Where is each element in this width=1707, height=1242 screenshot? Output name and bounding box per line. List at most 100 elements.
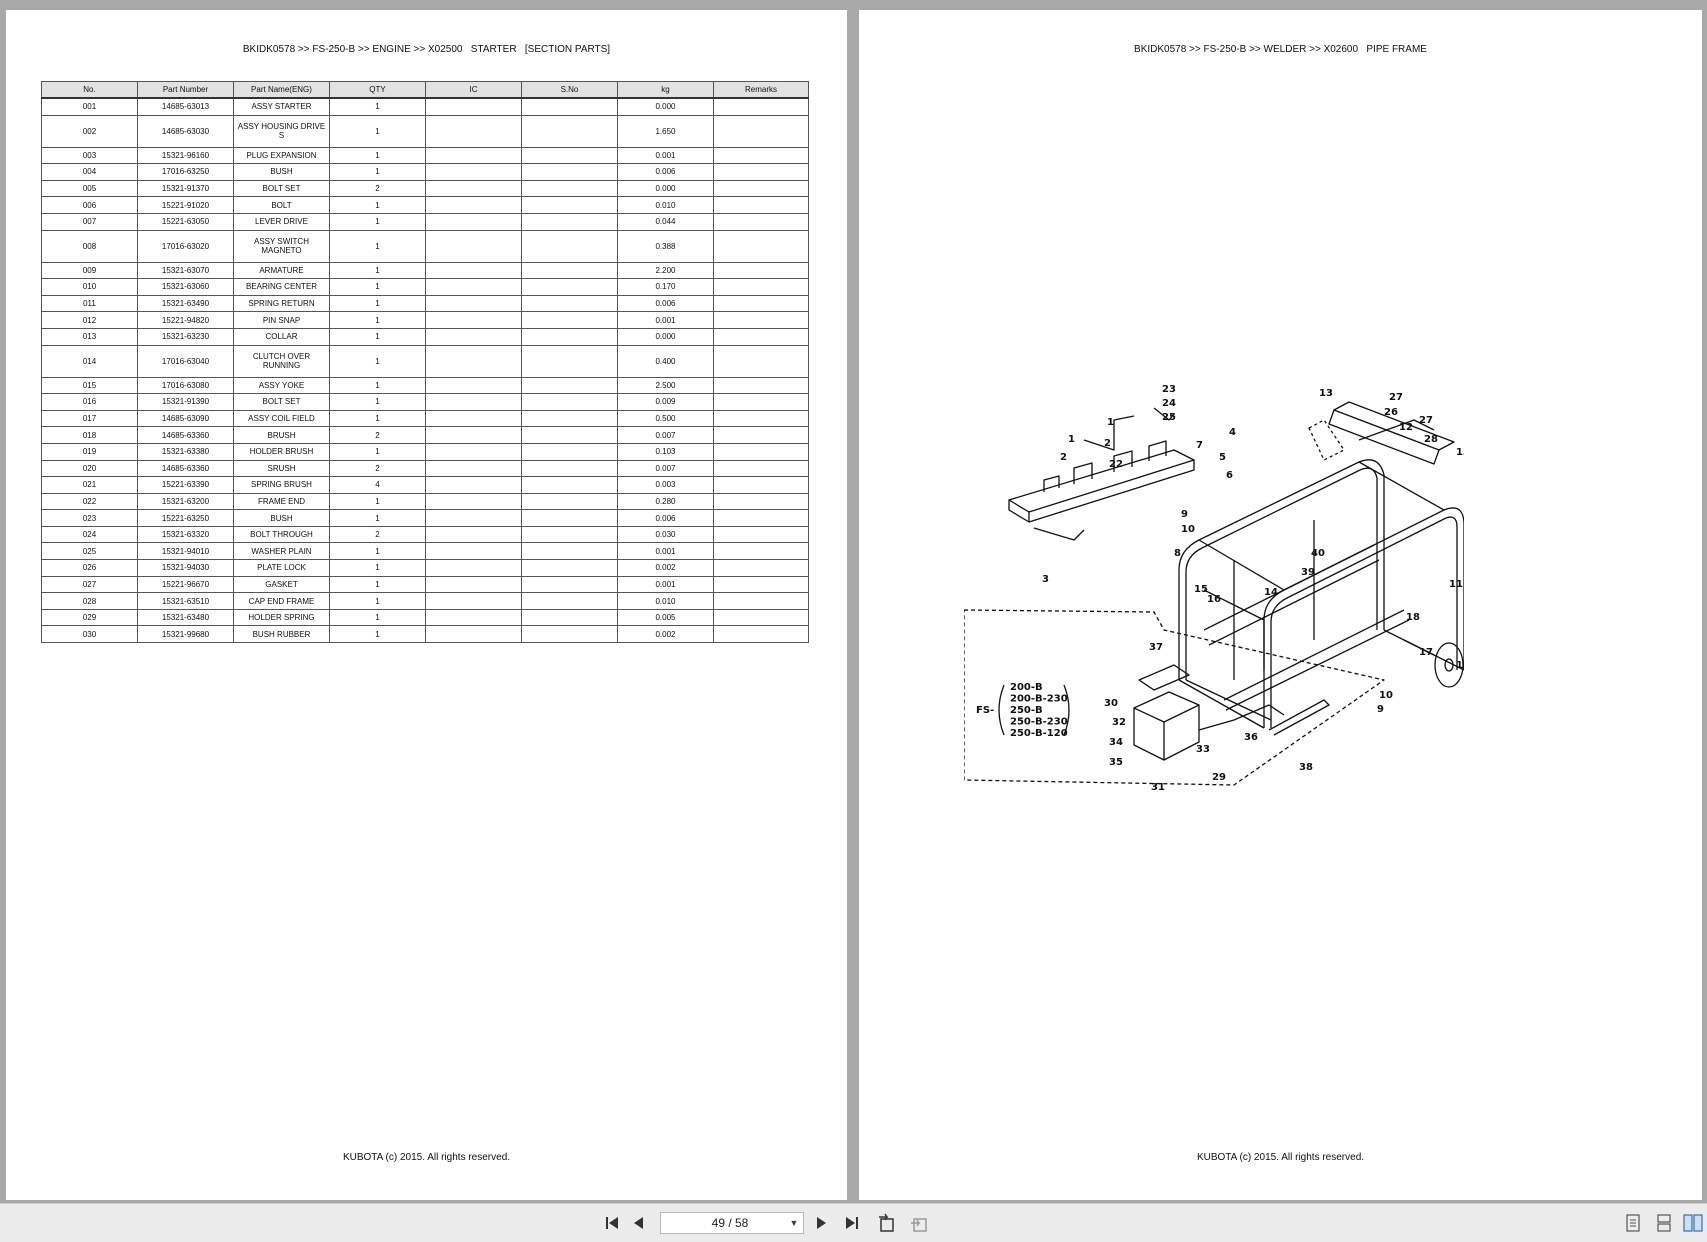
table-cell: [521, 146, 618, 165]
table-cell: 004: [41, 163, 138, 181]
table-cell: 17016-63250: [137, 163, 234, 181]
table-cell: 15321-63070: [137, 261, 234, 280]
table-cell: PLATE LOCK: [233, 559, 330, 577]
table-cell: LEVER DRIVE: [233, 212, 330, 231]
table-cell: [521, 376, 618, 395]
svg-text:40: 40: [1311, 548, 1325, 559]
svg-text:27: 27: [1389, 392, 1403, 403]
table-cell: [521, 459, 618, 478]
table-cell: [521, 261, 618, 280]
table-cell: 14685-63360: [137, 426, 234, 444]
two-page-view-icon[interactable]: [1680, 1210, 1706, 1236]
model-variant: 250-B-230: [1010, 717, 1068, 728]
svg-text:5: 5: [1219, 452, 1226, 463]
table-cell: 1.650: [617, 114, 714, 148]
table-cell: 15321-63230: [137, 327, 234, 346]
prev-page-icon[interactable]: [626, 1210, 652, 1236]
chevron-down-icon[interactable]: ▼: [789, 1218, 799, 1228]
rotate-icon[interactable]: [874, 1210, 900, 1236]
table-cell: [713, 525, 809, 544]
svg-text:2: 2: [1060, 452, 1067, 463]
svg-text:9: 9: [1181, 509, 1188, 520]
continuous-view-icon[interactable]: [1651, 1210, 1677, 1236]
table-cell: [713, 278, 809, 296]
table-cell: [425, 559, 522, 577]
table-cell: 15321-63320: [137, 525, 234, 544]
svg-text:16: 16: [1207, 594, 1221, 605]
table-cell: [713, 229, 809, 263]
svg-text:18: 18: [1406, 612, 1420, 623]
table-cell: 019: [41, 442, 138, 461]
table-cell: [713, 311, 809, 329]
table-cell: [713, 509, 809, 527]
table-cell: BUSH: [233, 163, 330, 181]
column-header: IC: [425, 81, 522, 99]
svg-text:33: 33: [1196, 744, 1210, 755]
table-cell: PLUG EXPANSION: [233, 146, 330, 165]
table-cell: 015: [41, 376, 138, 395]
table-cell: 025: [41, 542, 138, 561]
table-cell: 0.007: [617, 459, 714, 478]
single-page-view-icon[interactable]: [1620, 1210, 1646, 1236]
table-cell: 15321-63380: [137, 442, 234, 461]
table-cell: [713, 608, 809, 627]
page-number-field[interactable]: 49 / 58 ▼: [660, 1212, 804, 1234]
table-cell: 2.200: [617, 261, 714, 280]
table-cell: 009: [41, 261, 138, 280]
next-page-icon[interactable]: [808, 1210, 834, 1236]
table-cell: 17016-63040: [137, 344, 234, 378]
table-cell: [713, 327, 809, 346]
table-cell: 028: [41, 592, 138, 610]
table-cell: [425, 327, 522, 346]
table-cell: [713, 393, 809, 411]
svg-text:13: 13: [1456, 447, 1464, 458]
table-cell: [425, 426, 522, 444]
table-cell: 030: [41, 625, 138, 644]
table-cell: 15221-63050: [137, 212, 234, 231]
table-cell: HOLDER SPRING: [233, 608, 330, 627]
table-cell: 14685-63360: [137, 459, 234, 478]
table-cell: [521, 559, 618, 577]
table-cell: 15321-63200: [137, 492, 234, 511]
table-cell: 1: [329, 229, 426, 263]
table-cell: [425, 114, 522, 148]
fit-page-icon[interactable]: [906, 1210, 932, 1236]
table-cell: [425, 278, 522, 296]
model-variant: 200-B-230: [1010, 694, 1068, 705]
svg-text:29: 29: [1212, 772, 1226, 783]
table-cell: 1: [329, 344, 426, 378]
column-header: Remarks: [713, 81, 809, 99]
table-cell: ASSY HOUSING DRIVE S: [233, 114, 330, 148]
table-cell: [713, 559, 809, 577]
svg-text:36: 36: [1244, 732, 1258, 743]
table-cell: 15221-63250: [137, 509, 234, 527]
svg-text:11: 11: [1449, 579, 1463, 590]
table-cell: 1: [329, 294, 426, 313]
table-cell: [713, 97, 809, 116]
right-page: BKIDK0578 >> FS-250-B >> WELDER >> X0260…: [859, 10, 1702, 1200]
svg-text:9: 9: [1377, 704, 1384, 715]
column-header: kg: [617, 81, 714, 99]
table-cell: 15221-91020: [137, 196, 234, 214]
table-cell: 0.006: [617, 509, 714, 527]
table-cell: [425, 311, 522, 329]
svg-text:34: 34: [1109, 737, 1123, 748]
table-cell: 005: [41, 179, 138, 198]
table-cell: 006: [41, 196, 138, 214]
table-cell: [713, 212, 809, 231]
table-cell: HOLDER BRUSH: [233, 442, 330, 461]
table-cell: [521, 327, 618, 346]
table-cell: [425, 163, 522, 181]
table-cell: 1: [329, 559, 426, 577]
first-page-icon[interactable]: [599, 1210, 625, 1236]
svg-text:1: 1: [1107, 417, 1114, 428]
table-cell: 003: [41, 146, 138, 165]
svg-text:7: 7: [1196, 440, 1203, 451]
last-page-icon[interactable]: [839, 1210, 865, 1236]
